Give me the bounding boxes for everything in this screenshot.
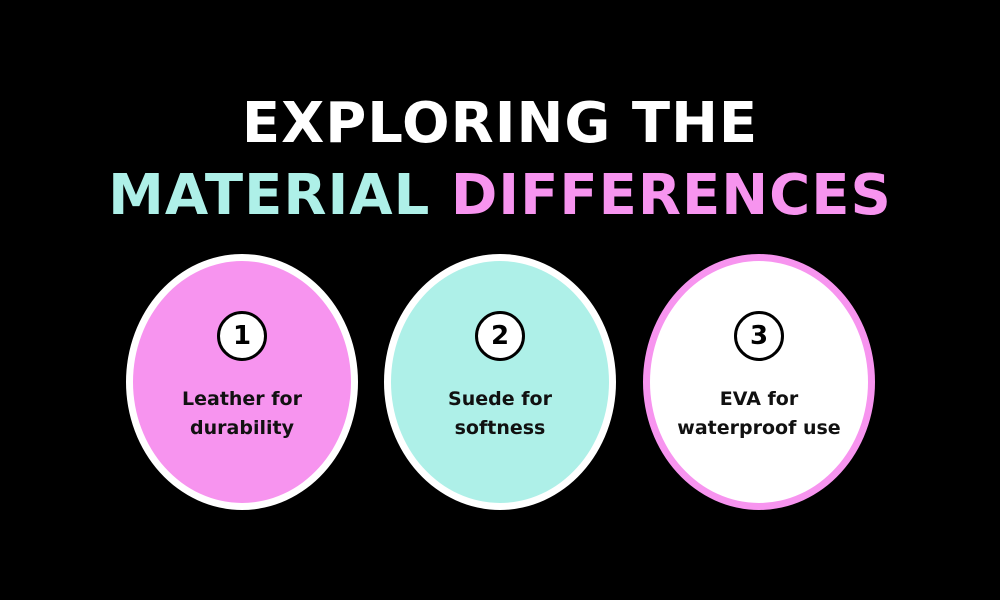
title-line-2: MATERIAL DIFFERENCES — [0, 160, 1000, 232]
card-label-leather: Leather for durability — [143, 385, 341, 444]
card-label-line-2: waterproof use — [677, 417, 841, 440]
material-card-leather: 1 Leather for durability — [126, 254, 358, 510]
card-label-line-1: EVA for — [719, 388, 799, 410]
title-word-material: MATERIAL — [108, 162, 431, 228]
card-label-eva: EVA for waterproof use — [660, 385, 858, 444]
card-label-line-2: durability — [190, 417, 294, 440]
material-card-eva: 3 EVA for waterproof use — [643, 254, 875, 510]
card-label-line-1: Suede for — [448, 388, 552, 410]
step-number-badge-2: 2 — [475, 311, 525, 361]
step-number-badge-1: 1 — [217, 311, 267, 361]
page-title: EXPLORING THE MATERIAL DIFFERENCES — [0, 88, 1000, 231]
step-number-badge-3: 3 — [734, 311, 784, 361]
card-label-suede: Suede for softness — [401, 385, 599, 444]
card-label-line-2: softness — [454, 417, 546, 440]
title-line-1: EXPLORING THE — [241, 91, 759, 156]
title-word-differences: DIFFERENCES — [450, 162, 892, 228]
card-label-line-1: Leather for — [182, 388, 302, 410]
material-card-suede: 2 Suede for softness — [384, 254, 616, 510]
